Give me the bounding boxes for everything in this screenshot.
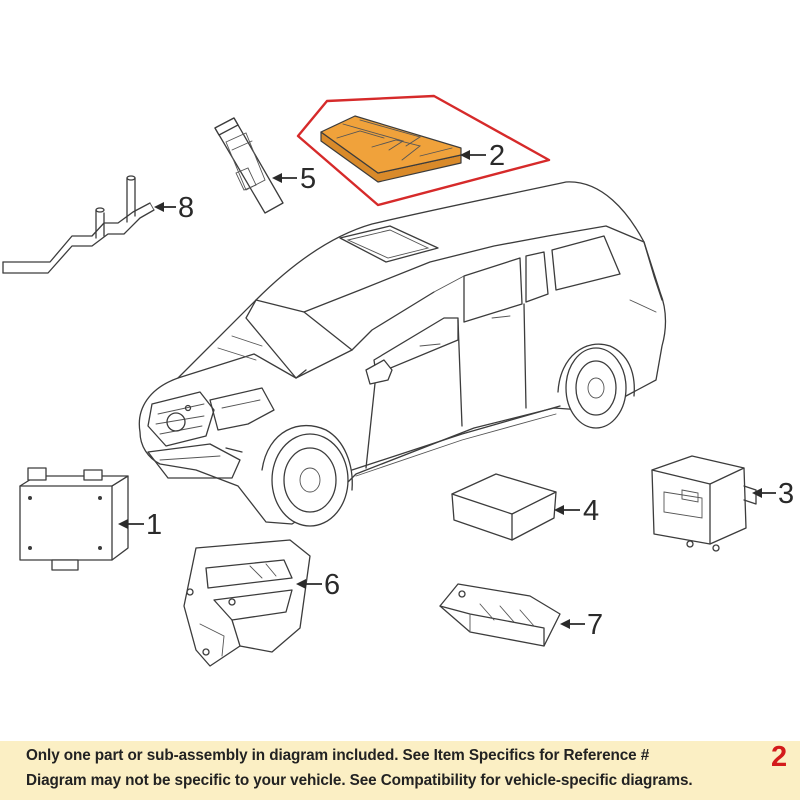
disclaimer-line-2: Diagram may not be specific to your vehi… (26, 772, 693, 789)
callout-7-label: 7 (587, 609, 603, 641)
callout-5-label: 5 (300, 163, 316, 195)
callout-1: 1 (118, 509, 162, 541)
callout-1-label: 1 (146, 509, 162, 541)
callout-6-label: 6 (324, 569, 340, 601)
part-8-bracket (2, 175, 155, 274)
part-6-module (183, 539, 311, 667)
callout-2-label: 2 (489, 140, 505, 172)
callout-2: 2 (460, 140, 505, 172)
callout-6: 6 (296, 569, 340, 601)
disclaimer-line-1: Only one part or sub-assembly in diagram… (26, 747, 650, 764)
callout-4-label: 4 (583, 495, 599, 527)
part-3-module (651, 455, 757, 552)
callout-3-label: 3 (778, 478, 794, 510)
callout-8: 8 (154, 192, 194, 224)
part-7-bracket (439, 583, 561, 647)
part-4-module (451, 473, 557, 541)
callout-3: 3 (752, 478, 794, 510)
parts-diagram: 2 5 8 1 6 4 3 7 (2, 94, 794, 667)
part-5-module (214, 117, 284, 214)
part-2-top (320, 115, 462, 174)
callout-5: 5 (272, 163, 316, 195)
highlight-outline (296, 94, 551, 207)
disclaimer-banner: Only one part or sub-assembly in diagram… (0, 741, 800, 800)
callout-7: 7 (560, 609, 603, 641)
callout-4: 4 (554, 495, 599, 527)
callout-8-label: 8 (178, 192, 194, 224)
reference-number: 2 (771, 741, 788, 773)
part-2-module (320, 115, 462, 183)
part-1-module (19, 467, 129, 571)
car-body (138, 181, 667, 527)
